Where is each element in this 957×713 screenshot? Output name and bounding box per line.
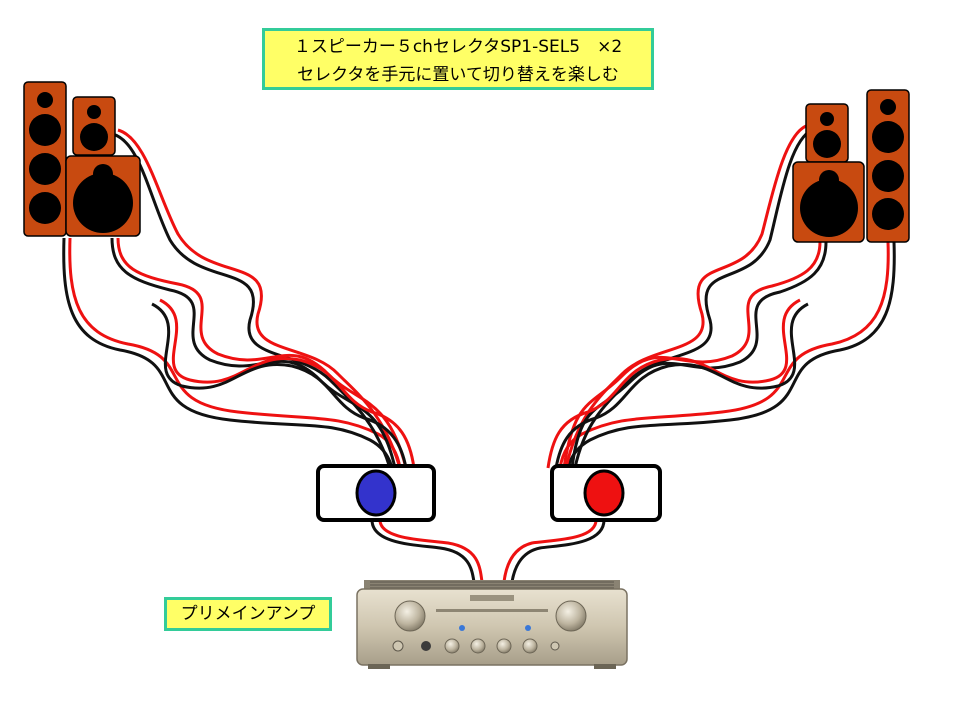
wire-black <box>510 519 606 583</box>
wire-red <box>159 298 416 469</box>
driver-icon <box>813 130 841 158</box>
speaker-right-small <box>805 103 849 163</box>
volume-knob <box>394 600 426 632</box>
amp-label: プリメインアンプ <box>164 597 332 631</box>
selector-knob-blue <box>355 469 397 517</box>
wire-black <box>570 241 828 469</box>
title-line-2: セレクタを手元に置いて切り替えを楽しむ <box>297 65 619 85</box>
driver-icon <box>73 173 133 233</box>
driver-icon <box>29 153 61 185</box>
wire-black <box>370 519 476 583</box>
selector-knob-red <box>583 469 625 517</box>
driver-icon <box>80 123 108 151</box>
wire-red <box>68 237 402 469</box>
wire-black <box>554 302 809 469</box>
input-knob <box>555 600 587 632</box>
driver-icon <box>872 198 904 230</box>
tweeter-icon <box>87 105 101 119</box>
driver-icon <box>800 179 858 237</box>
selector-left <box>316 464 436 522</box>
amplifier-icon <box>356 580 628 669</box>
wire-red <box>117 128 402 469</box>
title-label: １スピーカー５chセレクタSP1-SEL5 ×2 セレクタを手元に置いて切り替え… <box>262 28 654 90</box>
speaker-left-tall <box>23 81 67 237</box>
wire-black <box>566 241 896 469</box>
wire-black <box>110 237 397 469</box>
speaker-left-bookshelf <box>65 155 141 237</box>
tweeter-icon <box>37 92 53 108</box>
wire-red <box>558 241 890 469</box>
tweeter-icon <box>880 99 896 115</box>
wire-red <box>546 298 801 469</box>
wires-left <box>62 128 416 469</box>
wire-black <box>111 132 392 469</box>
selector-right <box>550 464 662 522</box>
title-line-1: １スピーカー５chセレクタSP1-SEL5 ×2 <box>293 37 623 57</box>
wires-right <box>546 124 896 469</box>
wire-red <box>378 519 484 583</box>
speaker-right-tall <box>866 89 910 243</box>
wire-black <box>62 237 394 469</box>
speaker-right-bookshelf <box>792 161 865 243</box>
tweeter-icon <box>820 112 834 126</box>
driver-icon <box>29 114 61 146</box>
wire-red <box>562 241 822 469</box>
wires-to-amp <box>370 519 606 583</box>
wire-red <box>502 519 598 583</box>
wire-black <box>151 302 408 469</box>
speaker-left-small <box>72 96 116 156</box>
driver-icon <box>872 160 904 192</box>
driver-icon <box>29 192 61 224</box>
wire-red <box>116 237 408 469</box>
driver-icon <box>872 121 904 153</box>
